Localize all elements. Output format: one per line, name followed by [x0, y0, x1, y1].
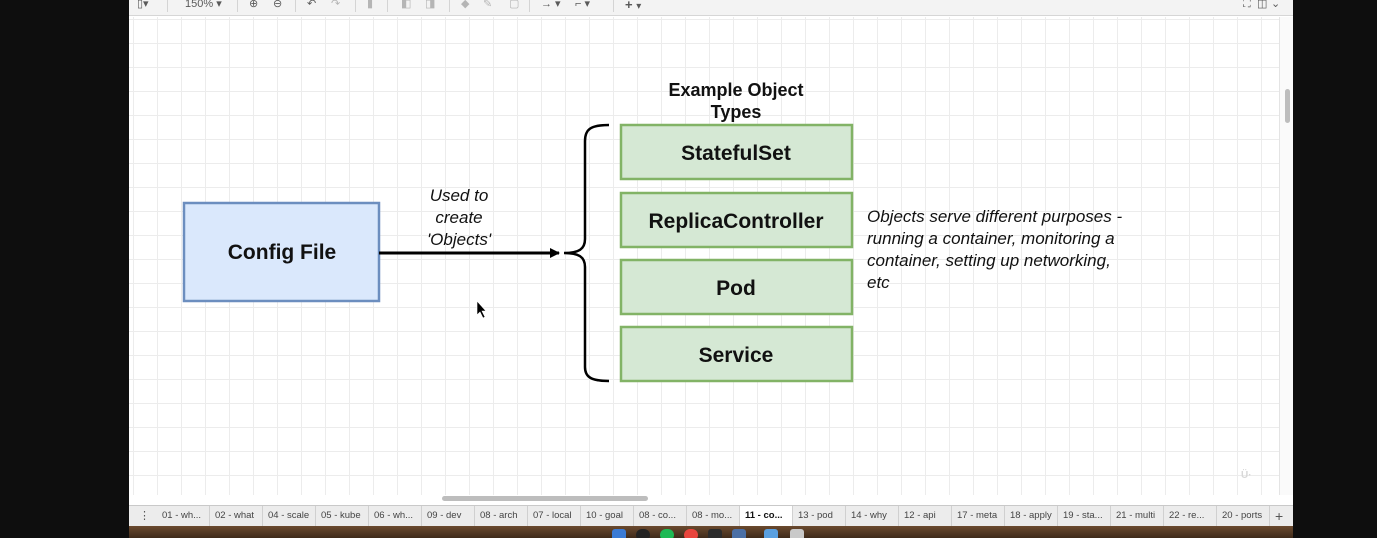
collapse-icon[interactable]: ⌄	[1271, 0, 1281, 10]
toolbar-divider	[449, 0, 450, 12]
folder-icon[interactable]	[764, 529, 778, 538]
page-tab[interactable]: 20 - ports	[1217, 506, 1270, 526]
page-tab[interactable]: 10 - goal	[581, 506, 634, 526]
connection-style-icon[interactable]: → ▾	[541, 0, 561, 10]
diagram: Example Object Types Config File Used to…	[182, 80, 1122, 383]
terminal-icon[interactable]	[708, 529, 722, 538]
page-tab[interactable]: 14 - why	[846, 506, 899, 526]
toolbar-divider	[167, 0, 168, 12]
page-tab[interactable]: 22 - re...	[1164, 506, 1217, 526]
page-tab[interactable]: 08 - arch	[475, 506, 528, 526]
waypoints-icon[interactable]: ⌐ ▾	[575, 0, 591, 10]
delete-icon[interactable]: ▮	[367, 0, 374, 10]
zoom-in-icon[interactable]: ⊕	[249, 0, 259, 10]
horizontal-scroll-thumb[interactable]	[442, 496, 648, 501]
github-icon[interactable]	[636, 529, 650, 538]
mouse-cursor-icon	[476, 300, 487, 319]
pod-label: Pod	[716, 277, 756, 300]
zoom-select[interactable]: 150% ▾	[185, 0, 222, 10]
to-front-icon[interactable]: ◧	[401, 0, 412, 10]
pages-menu-icon[interactable]: ⋮	[139, 510, 150, 522]
drawio-window: ▯▾ 150% ▾ ⊕ ⊖ ↶ ↷ ▮ ◧ ◨ ◆ ✎ ▢ → ▾ ⌐ ▾ + …	[129, 0, 1293, 538]
vertical-scroll-thumb[interactable]	[1285, 89, 1290, 123]
object-types-header-line1: Example Object	[668, 80, 803, 100]
zoom-value: 150%	[185, 0, 214, 10]
insert-plus-icon[interactable]: + ▾	[625, 0, 642, 12]
arrow-label-line3: 'Objects'	[427, 230, 492, 249]
service-label: Service	[699, 344, 774, 367]
note-line2: running a container, monitoring a	[867, 229, 1115, 248]
page-tab[interactable]: 09 - dev	[422, 506, 475, 526]
finder-icon[interactable]	[612, 529, 626, 538]
toolbar-divider	[529, 0, 530, 12]
vscode-icon[interactable]	[732, 529, 746, 538]
trash-icon[interactable]	[790, 529, 804, 538]
replicacontroller-label: ReplicaController	[648, 210, 823, 233]
page-tab[interactable]: 06 - wh...	[369, 506, 422, 526]
page-tab[interactable]: 08 - mo...	[687, 506, 740, 526]
add-page-icon[interactable]: +	[1275, 508, 1284, 524]
statefulset-label: StatefulSet	[681, 142, 791, 165]
page-tab[interactable]: 07 - local	[528, 506, 581, 526]
page-tab[interactable]: 21 - multi	[1111, 506, 1164, 526]
page-tab[interactable]: 01 - wh...	[157, 506, 210, 526]
shadow-icon[interactable]: ▢	[509, 0, 520, 10]
toolbar-divider	[237, 0, 238, 12]
note-line4: etc	[867, 273, 890, 292]
page-tab[interactable]: 11 - co...	[740, 506, 793, 526]
arrow-label-line2: create	[435, 208, 482, 227]
note-line1: Objects serve different purposes -	[867, 207, 1122, 226]
to-back-icon[interactable]: ◨	[425, 0, 436, 10]
line-color-icon[interactable]: ✎	[483, 0, 493, 10]
page-tab[interactable]: 19 - sta...	[1058, 506, 1111, 526]
replicacontroller-box[interactable]	[619, 191, 854, 249]
page-tab[interactable]: 17 - meta	[952, 506, 1005, 526]
pod-box[interactable]	[619, 258, 854, 316]
config-file-box[interactable]	[182, 201, 381, 303]
vertical-scrollbar[interactable]	[1279, 17, 1293, 495]
object-types-brace	[563, 123, 610, 383]
object-types-header-line2: Types	[711, 102, 762, 122]
toolbar-divider	[387, 0, 388, 12]
toolbar: ▯▾ 150% ▾ ⊕ ⊖ ↶ ↷ ▮ ◧ ◨ ◆ ✎ ▢ → ▾ ⌐ ▾ + …	[129, 0, 1293, 16]
page-tab[interactable]: 02 - what	[210, 506, 263, 526]
toolbar-divider	[613, 0, 614, 12]
note-line3: container, setting up networking,	[867, 251, 1111, 270]
page-tab[interactable]: 18 - apply	[1005, 506, 1058, 526]
page-tab[interactable]: 13 - pod	[793, 506, 846, 526]
chrome-icon[interactable]	[684, 529, 698, 538]
fullscreen-icon[interactable]: ⛶	[1243, 0, 1251, 10]
service-box[interactable]	[619, 325, 854, 383]
page-tab[interactable]: 12 - api	[899, 506, 952, 526]
fill-color-icon[interactable]: ◆	[461, 0, 470, 10]
zoom-out-icon[interactable]: ⊖	[273, 0, 283, 10]
redo-icon[interactable]: ↷	[331, 0, 341, 10]
toolbar-divider	[355, 0, 356, 12]
panel-toggle-icon[interactable]: ◫	[1257, 0, 1268, 10]
undo-icon[interactable]: ↶	[307, 0, 317, 10]
page-tab[interactable]: 04 - scale	[263, 506, 316, 526]
toolbar-divider	[295, 0, 296, 12]
page-tab[interactable]: 05 - kube	[316, 506, 369, 526]
page-tab[interactable]: 08 - co...	[634, 506, 687, 526]
config-file-label: Config File	[228, 241, 337, 264]
spotify-icon[interactable]	[660, 529, 674, 538]
format-panel-icon[interactable]: ▯▾	[137, 0, 149, 10]
udemy-watermark-icon: Ü·	[1241, 470, 1252, 481]
statefulset-box[interactable]	[619, 123, 854, 181]
arrow-label-line1: Used to	[430, 186, 489, 205]
diagram-canvas[interactable]: Example Object Types Config File Used to…	[129, 17, 1279, 495]
